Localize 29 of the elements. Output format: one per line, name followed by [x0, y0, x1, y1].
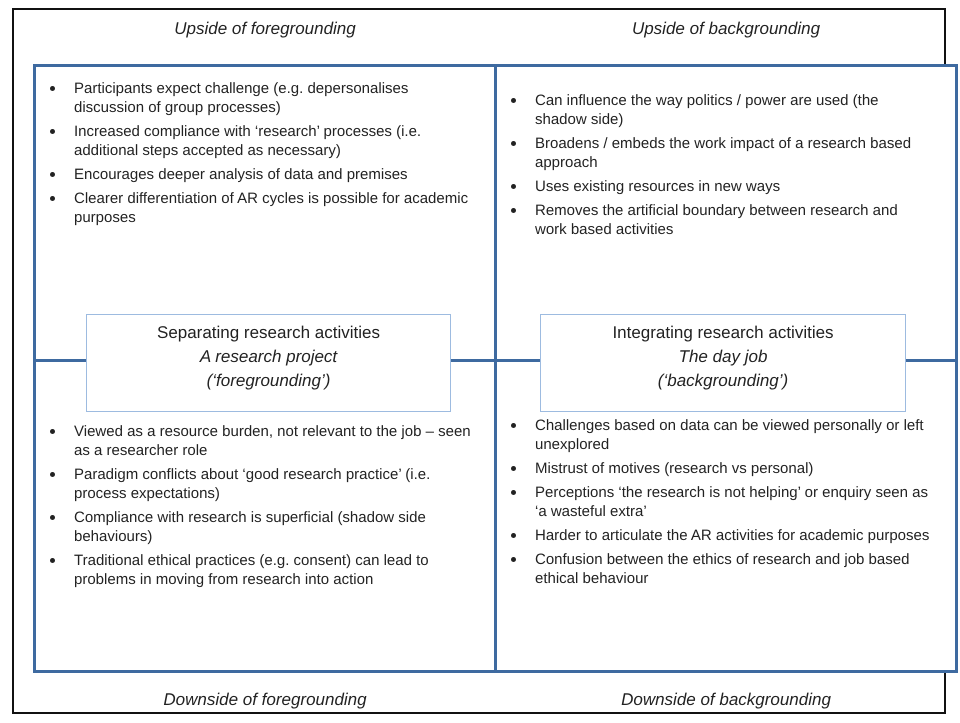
box-title: Integrating research activities	[611, 322, 835, 344]
bullet-point: Can influence the way politics / power are used (the shadow side)	[535, 92, 879, 128]
quadrant-heading: Downside of backgrounding	[620, 690, 832, 710]
bullet-point: Mistrust of motives (research vs personal)	[535, 460, 814, 477]
bullet-point: Harder to articulate the AR activities for academic purposes	[535, 527, 930, 544]
bullet-point: Clearer differentiation of AR cycles is possible for academic purposes	[74, 190, 468, 226]
bullet-point: Challenges based on data can be viewed personally or left unexplored	[535, 417, 924, 453]
bullet-point: Participants expect challenge (e.g. depersonalises discussion of group processes)	[74, 80, 408, 116]
bullet-point: Uses existing resources in new ways	[535, 178, 780, 195]
box-subtitle: A research project	[198, 346, 339, 368]
bullet-point: Removes the artificial boundary between research and work based activities	[535, 202, 898, 238]
bullet-point: Traditional ethical practices (e.g. consent) can lead to problems in moving from research into action	[74, 552, 429, 588]
bullet-point: Confusion between the ethics of research and job based ethical behaviour	[535, 551, 910, 587]
bullet-point: Compliance with research is superficial (shadow side behaviours)	[74, 509, 426, 545]
bullet-point: Paradigm conflicts about ‘good research practice’ (i.e. process expectations)	[74, 466, 430, 502]
bullet-point: Viewed as a resource burden, not relevant to the job – seen as a researcher role	[74, 423, 471, 459]
box-subtitle: (‘foregrounding’)	[206, 370, 332, 392]
center-label-box	[540, 314, 906, 412]
bullet-point: Increased compliance with ‘research’ processes (i.e. additional steps accepted as necessary)	[74, 123, 422, 159]
quadrant-heading: Upside of foregrounding	[173, 19, 357, 39]
quadrant-heading: Downside of foregrounding	[162, 690, 368, 710]
box-subtitle: The day job	[678, 346, 768, 368]
center-label-box	[86, 314, 451, 412]
box-title: Separating research activities	[156, 322, 381, 344]
quadrant-heading: Upside of backgrounding	[630, 19, 822, 39]
box-subtitle: (‘backgrounding’)	[656, 370, 790, 392]
bullet-point: Perceptions ‘the research is not helping’ or enquiry seen as ‘a wasteful extra’	[535, 484, 928, 520]
bullet-point: Encourages deeper analysis of data and premises	[74, 166, 408, 183]
bullet-point: Broadens / embeds the work impact of a research based approach	[535, 135, 912, 171]
